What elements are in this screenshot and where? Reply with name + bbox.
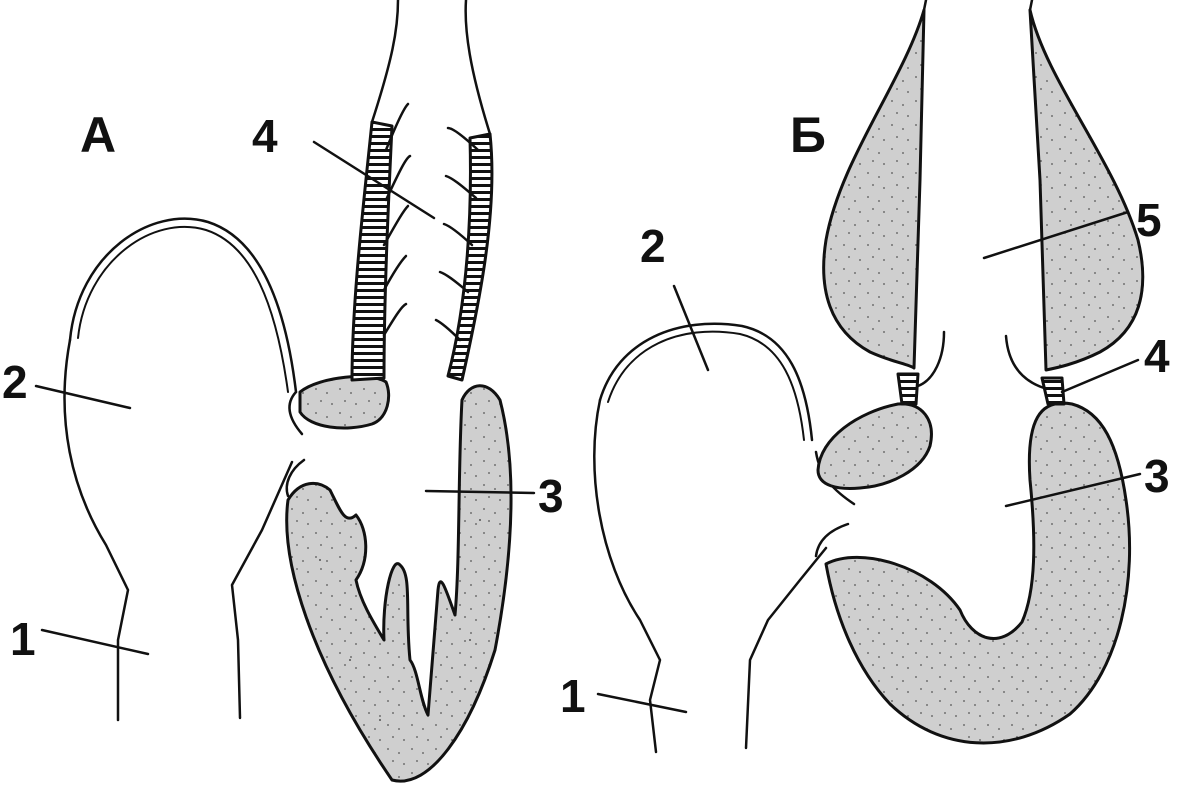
panel-b-leader-5 (982, 210, 1130, 260)
panel-b-label: Б (790, 107, 826, 163)
panel-a-atrium-wall-inner (77, 225, 289, 393)
panel-b-conus-cushion (816, 402, 933, 490)
panel-a-atrium-wall (68, 217, 298, 394)
panel-a-aorta-right-wall (464, 0, 492, 136)
panel-b-label-4: 4 (1144, 330, 1170, 382)
panel-a-ventricle (285, 384, 513, 783)
panel-a-sinus-venosus-wall-left (63, 338, 130, 722)
panel-a-label: А (80, 107, 116, 163)
panel-a-conus-base (298, 375, 391, 430)
panel-b-label-3: 3 (1144, 450, 1170, 502)
panel-a-aorta-left-wall (370, 0, 400, 124)
panel-a-leader-1 (40, 628, 150, 656)
panel-a-label-3: 3 (538, 470, 564, 522)
panel-b-valve-hook-left (916, 330, 946, 388)
panel-b-leader-4 (1060, 358, 1140, 394)
panel-b-aorta-left-wall (922, 0, 928, 12)
panel-a-leader-3 (424, 489, 536, 495)
panel-b-atrium-wall (598, 322, 814, 442)
panel-b-label-5: 5 (1136, 194, 1162, 246)
panel-b-av-valve-lower (814, 522, 850, 558)
panel-b-valve-hook-right (1004, 334, 1046, 390)
panel-b-atrium-wall-inner (607, 330, 805, 441)
panel-a-sinus-venosus-wall-right (230, 460, 294, 720)
panel-a-conus-valves-left (382, 102, 412, 337)
panel-b-aorta-right-wall (1028, 0, 1034, 12)
panel-a-leader-2 (34, 384, 132, 410)
panel-a-ventricle-inlet-flap (285, 458, 306, 498)
panel-b-bulbus-left (822, 8, 926, 370)
panel-b-bulbus-right (1028, 8, 1145, 372)
panel-a-leader-4 (312, 140, 436, 220)
panel-a-ventricle-texture (319, 519, 481, 721)
panel-b: Б 1 2 3 4 5 (560, 0, 1170, 754)
panel-b-leader-3 (1004, 472, 1142, 508)
panel-b-label-1: 1 (560, 670, 586, 722)
panel-a-conus-arteriosus-right (446, 132, 494, 382)
panel-b-leader-2 (672, 284, 710, 372)
panel-b-conus-left (896, 372, 920, 406)
panel-b-sinus-venosus-wall-right (744, 546, 828, 750)
panel-a-label-1: 1 (10, 613, 36, 665)
panel-b-label-2: 2 (640, 220, 666, 272)
panel-b-leader-1 (596, 692, 688, 714)
panel-a-conus-arteriosus-left (350, 120, 394, 382)
panel-a-conus-valves-right (434, 126, 480, 342)
panel-a-atrioventricular-valve (288, 390, 304, 436)
panel-b-conus-right (1040, 376, 1066, 406)
panel-a-label-4: 4 (252, 110, 278, 162)
panel-b-sinus-venosus-wall-left (593, 398, 662, 754)
panel-a: А (2, 0, 564, 783)
panel-a-label-2: 2 (2, 356, 28, 408)
panel-b-ventricle (824, 401, 1132, 745)
